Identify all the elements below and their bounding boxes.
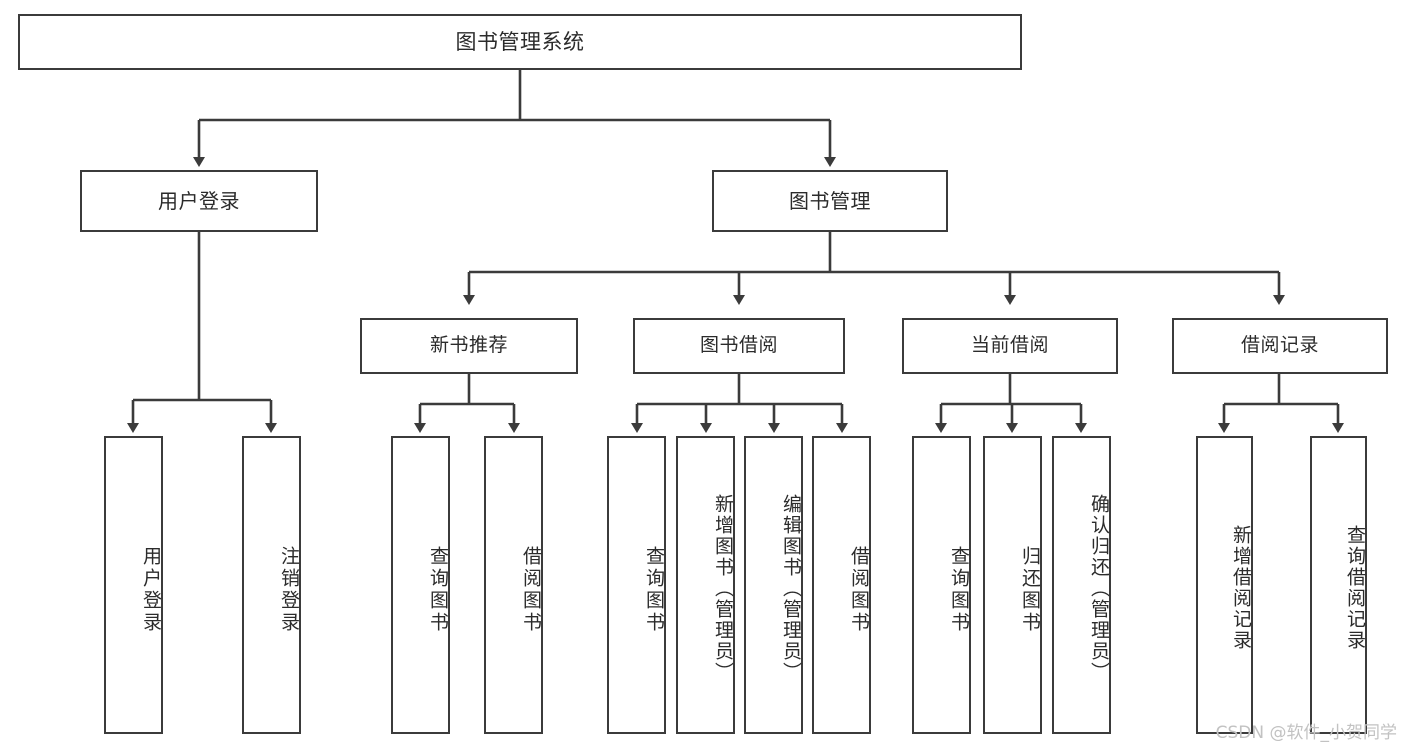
node-label: 查询图书 [948, 546, 970, 634]
node-label: 图书管理系统 [455, 29, 585, 54]
node-label: 用户登录 [158, 188, 240, 213]
leaf-query-books-current[interactable]: 查询图书 [912, 436, 971, 734]
leaf-user-login[interactable]: 用户登录 [104, 436, 163, 734]
node-label: 确认归还（管理员） [1088, 493, 1110, 683]
leaf-edit-book-admin[interactable]: 编辑图书（管理员） [744, 436, 803, 734]
node-book-borrow[interactable]: 图书借阅 [633, 318, 845, 374]
leaf-borrow-books-recommend[interactable]: 借阅图书 [484, 436, 543, 734]
leaf-query-books-borrow[interactable]: 查询图书 [607, 436, 666, 734]
leaf-add-borrow-record[interactable]: 新增借阅记录 [1196, 436, 1253, 734]
node-label: 新增图书（管理员） [712, 493, 734, 683]
node-current-borrow[interactable]: 当前借阅 [902, 318, 1118, 374]
node-label: 注销登录 [278, 546, 300, 634]
leaf-query-borrow-record[interactable]: 查询借阅记录 [1310, 436, 1367, 734]
leaf-add-book-admin[interactable]: 新增图书（管理员） [676, 436, 735, 734]
node-label: 借阅图书 [520, 546, 542, 634]
node-label: 新增借阅记录 [1230, 525, 1252, 651]
node-label: 用户登录 [140, 546, 162, 634]
csdn-watermark: CSDN @软件_小贺同学 [1215, 723, 1397, 743]
node-label: 编辑图书（管理员） [780, 493, 802, 683]
node-label: 借阅记录 [1240, 334, 1319, 357]
node-borrow-records[interactable]: 借阅记录 [1172, 318, 1388, 374]
node-root-book-management-system[interactable]: 图书管理系统 [18, 14, 1022, 70]
leaf-query-books-recommend[interactable]: 查询图书 [391, 436, 450, 734]
node-label: 图书管理 [789, 188, 871, 213]
node-label: 图书借阅 [699, 334, 778, 357]
node-label: 归还图书 [1019, 546, 1041, 634]
node-user-login[interactable]: 用户登录 [80, 170, 318, 232]
node-new-book-recommend[interactable]: 新书推荐 [360, 318, 578, 374]
leaf-logout[interactable]: 注销登录 [242, 436, 301, 734]
node-label: 新书推荐 [429, 334, 508, 357]
node-book-management[interactable]: 图书管理 [712, 170, 948, 232]
leaf-confirm-return-admin[interactable]: 确认归还（管理员） [1052, 436, 1111, 734]
leaf-return-books[interactable]: 归还图书 [983, 436, 1042, 734]
node-label: 查询借阅记录 [1344, 525, 1366, 651]
leaf-borrow-books[interactable]: 借阅图书 [812, 436, 871, 734]
node-label: 当前借阅 [970, 334, 1049, 357]
node-label: 查询图书 [427, 546, 449, 634]
node-label: 查询图书 [643, 546, 665, 634]
node-label: 借阅图书 [848, 546, 870, 634]
